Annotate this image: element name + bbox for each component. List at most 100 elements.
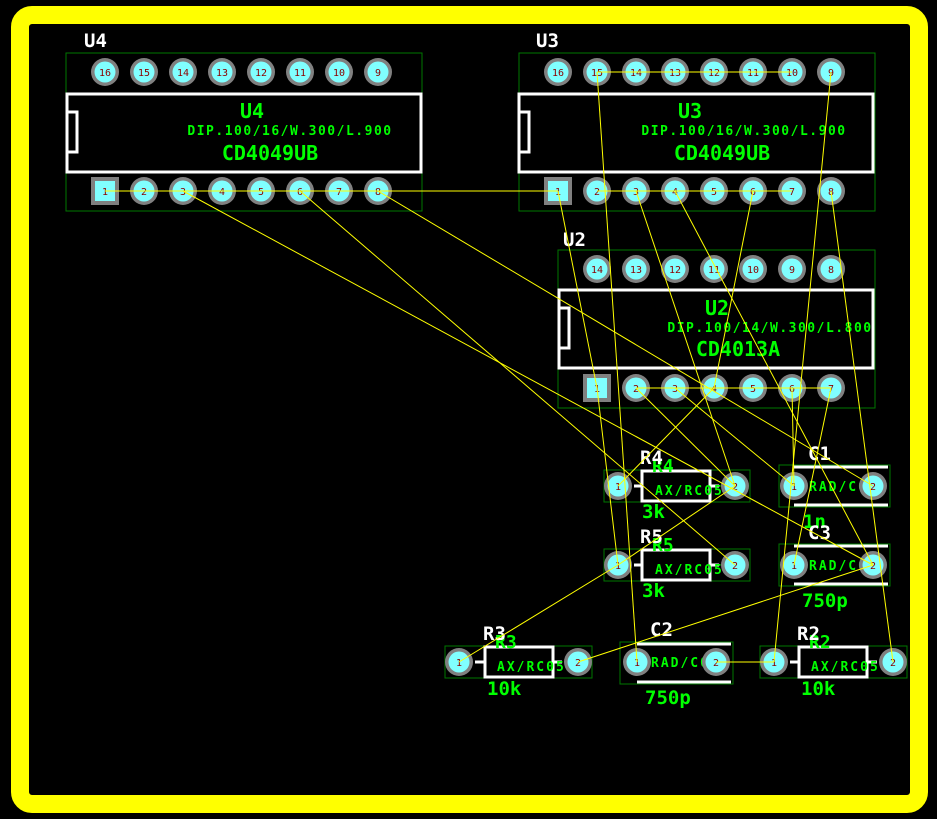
pad-copper xyxy=(94,61,116,83)
pad-U4-14[interactable]: 14 xyxy=(169,58,197,86)
ratsnest-layer xyxy=(105,71,894,663)
board-outline xyxy=(11,6,928,813)
pad-copper xyxy=(133,61,155,83)
pin-number: 15 xyxy=(138,68,150,79)
footprint-label: AX/RC05 xyxy=(655,563,724,578)
pad-U2-8[interactable]: 8 xyxy=(817,255,845,283)
pad-copper xyxy=(328,61,350,83)
ratsnest-line xyxy=(713,190,754,389)
pad-U2-10[interactable]: 10 xyxy=(739,255,767,283)
pad-copper xyxy=(820,258,842,280)
pin-number: 2 xyxy=(633,384,639,395)
ratsnest-line xyxy=(635,190,736,487)
footprint-label: DIP.100/14/W.300/L.800 xyxy=(667,321,872,336)
pin-number: 4 xyxy=(219,187,225,198)
ratsnest-line xyxy=(617,485,736,566)
pad-U3-16[interactable]: 16 xyxy=(544,58,572,86)
pin-number: 2 xyxy=(870,561,876,572)
pin-number: 1 xyxy=(771,658,777,669)
footprint-label: AX/RC05 xyxy=(655,484,724,499)
pin-number: 8 xyxy=(375,187,381,198)
pad-U4-15[interactable]: 15 xyxy=(130,58,158,86)
value-label: 10k xyxy=(487,678,522,700)
pin-number: 2 xyxy=(870,482,876,493)
ratsnest-line xyxy=(791,387,795,487)
pin-number: 5 xyxy=(750,384,756,395)
value-label: 750p xyxy=(645,687,691,709)
pad-U4-16[interactable]: 16 xyxy=(91,58,119,86)
pad-U2-9[interactable]: 9 xyxy=(778,255,806,283)
pin-number: 12 xyxy=(669,265,681,276)
ref-designator-text: R5 xyxy=(652,535,674,556)
reference-label: R5 xyxy=(640,526,663,548)
pin-number: 1 xyxy=(791,561,797,572)
pad-copper xyxy=(586,258,608,280)
pin-number: 13 xyxy=(669,68,681,79)
pad-U4-9[interactable]: 9 xyxy=(364,58,392,86)
footprint-label: DIP.100/16/W.300/L.900 xyxy=(187,124,392,139)
pin-number: 7 xyxy=(789,187,795,198)
pad-U4-13[interactable]: 13 xyxy=(208,58,236,86)
value-label: 1n xyxy=(803,511,826,533)
reference-label: C2 xyxy=(650,619,673,641)
ratsnest-line xyxy=(674,190,874,566)
reference-label: R2 xyxy=(797,623,820,645)
value-label: CD4049UB xyxy=(222,141,318,165)
pin1-notch xyxy=(517,110,531,154)
pin-number: 9 xyxy=(375,68,381,79)
pad-U2-14[interactable]: 14 xyxy=(583,255,611,283)
pin-number: 2 xyxy=(732,482,738,493)
ratsnest-line xyxy=(674,387,795,487)
footprint-label: AX/RC05 xyxy=(497,660,566,675)
value-label: 3k xyxy=(642,501,665,523)
pin-number: 1 xyxy=(102,187,108,198)
pin-number: 3 xyxy=(180,187,186,198)
pad-copper xyxy=(250,61,272,83)
pad-U2-12[interactable]: 12 xyxy=(661,255,689,283)
pin-number: 5 xyxy=(711,187,717,198)
ratsnest-line xyxy=(617,387,715,487)
pad-U2-11[interactable]: 11 xyxy=(700,255,728,283)
pad-copper xyxy=(664,258,686,280)
pin-number: 1 xyxy=(456,658,462,669)
pin-number: 6 xyxy=(297,187,303,198)
reference-label: U4 xyxy=(84,30,107,52)
pin-number: 2 xyxy=(141,187,147,198)
pin-number: 10 xyxy=(747,265,759,276)
pin-number: 14 xyxy=(591,265,603,276)
pad-U2-13[interactable]: 13 xyxy=(622,255,650,283)
ratsnest-line xyxy=(596,71,638,663)
resistor-body xyxy=(640,548,712,582)
pin-number: 4 xyxy=(672,187,678,198)
value-label: 750p xyxy=(802,590,848,612)
pad-U4-12[interactable]: 12 xyxy=(247,58,275,86)
resistor-body xyxy=(483,645,555,679)
pin-number: 2 xyxy=(594,187,600,198)
pad-copper xyxy=(625,258,647,280)
ratsnest-line xyxy=(458,564,619,663)
ratsnest-line xyxy=(830,190,894,663)
pad-copper xyxy=(289,61,311,83)
pad-U4-11[interactable]: 11 xyxy=(286,58,314,86)
pad-copper xyxy=(172,61,194,83)
pin-number: 4 xyxy=(711,384,717,395)
pad-U4-10[interactable]: 10 xyxy=(325,58,353,86)
ratsnest-line xyxy=(182,190,874,566)
courtyard-outline xyxy=(619,641,734,685)
ratsnest-line xyxy=(299,190,736,566)
value-label: 3k xyxy=(642,580,665,602)
ratsnest-line xyxy=(773,71,832,663)
pin-number: 10 xyxy=(786,68,798,79)
courtyard-outline xyxy=(778,464,891,508)
ratsnest-line xyxy=(577,564,874,663)
value-label: CD4013A xyxy=(696,337,780,361)
pin-number: 8 xyxy=(828,265,834,276)
pin-number: 2 xyxy=(575,658,581,669)
footprint-label: DIP.100/16/W.300/L.900 xyxy=(641,124,846,139)
